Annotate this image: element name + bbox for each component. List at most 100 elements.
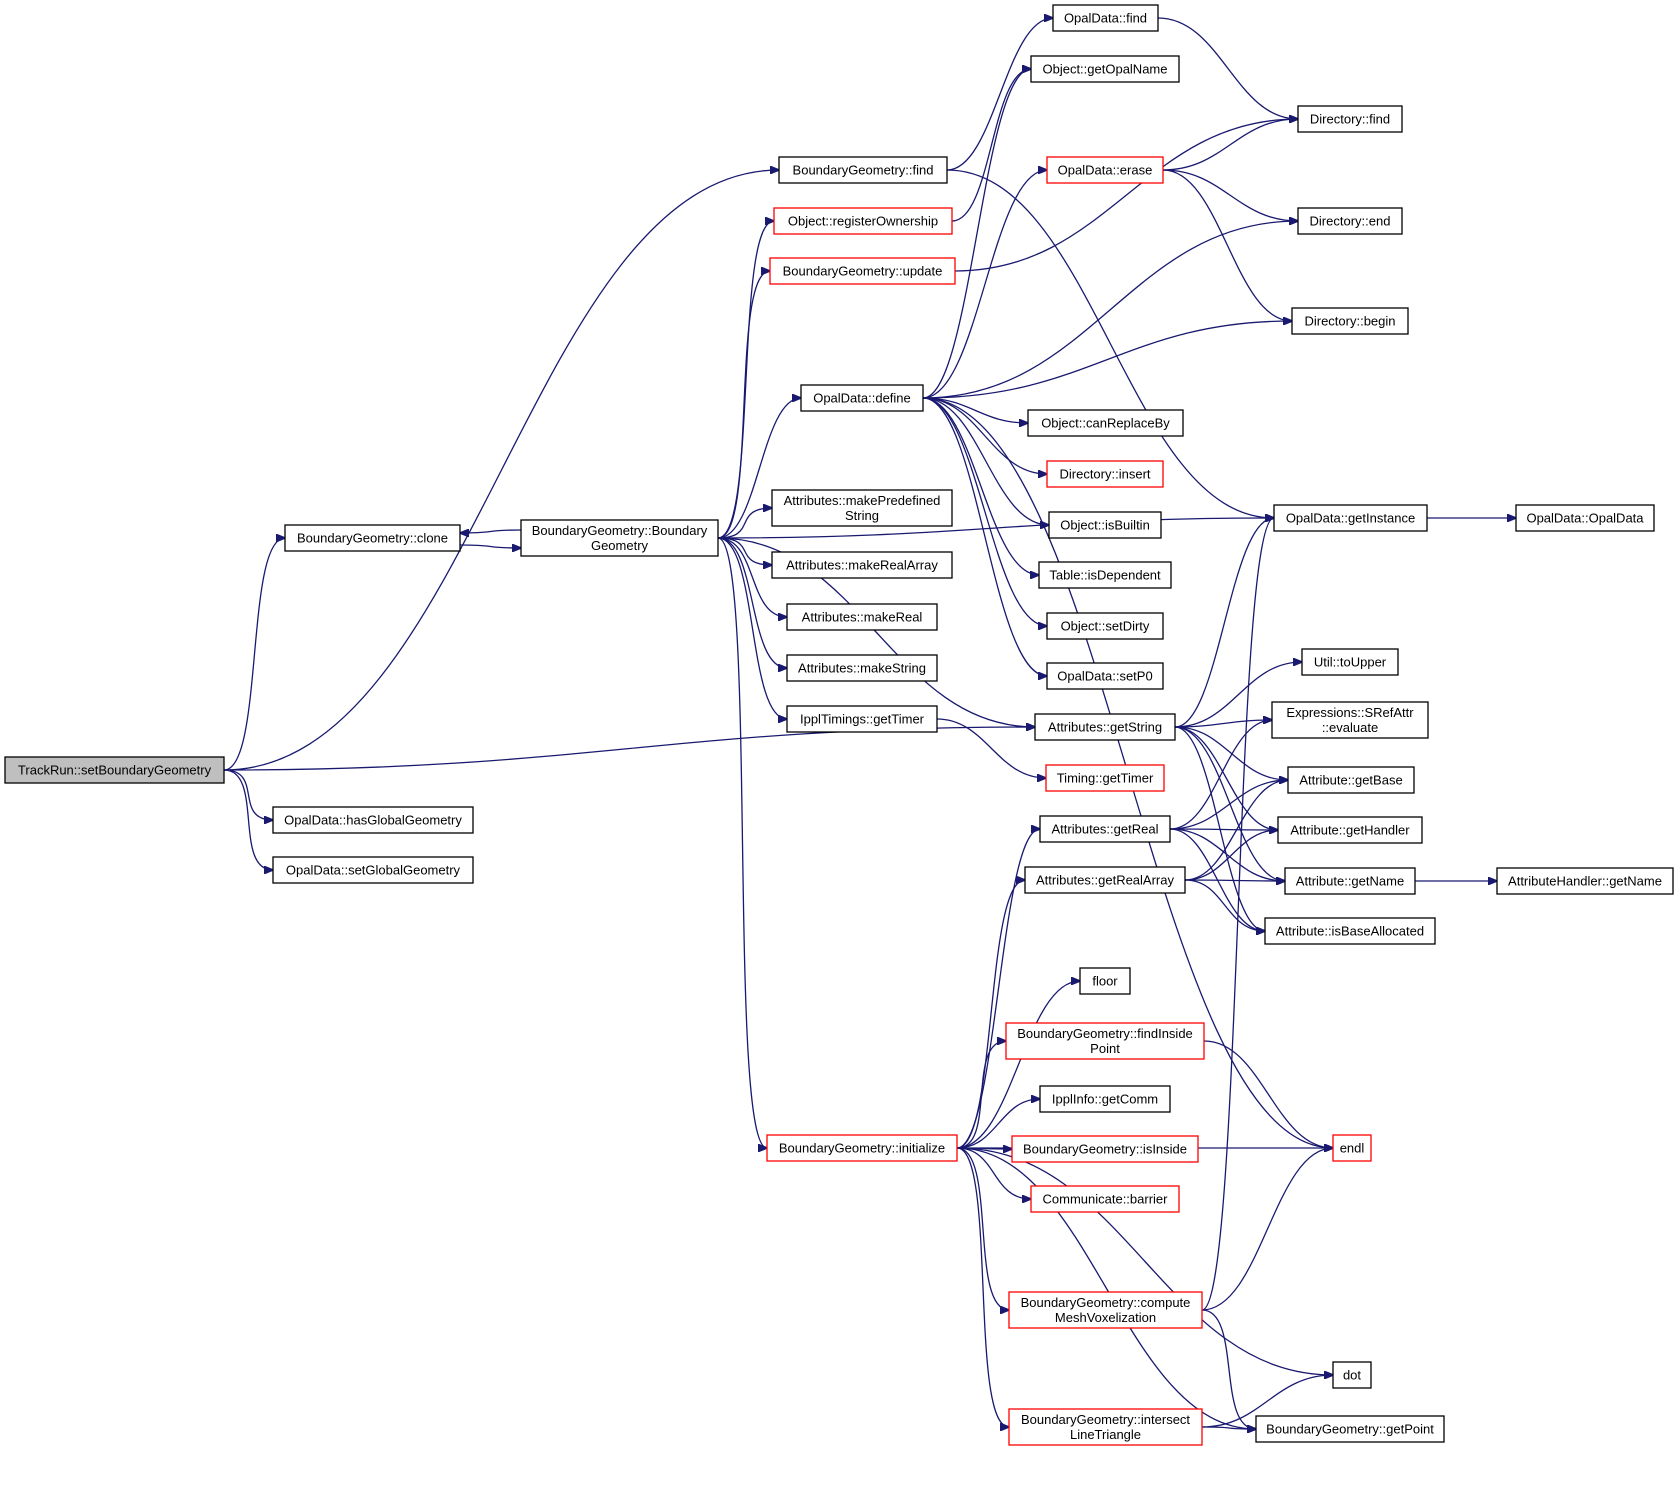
node-label: Object::canReplaceBy [1041, 416, 1170, 431]
edge-od-define-to-obj-builtin [922, 397, 1049, 525]
node-bg-init[interactable]: BoundaryGeometry::initialize [766, 1134, 958, 1162]
node-reg-own[interactable]: Object::registerOwnership [773, 207, 953, 235]
node-label: floor [1092, 974, 1118, 989]
node-label: BoundaryGeometry::update [783, 264, 943, 279]
edge-bg-clone-to-bg-ctor [459, 545, 521, 548]
node-box [773, 207, 953, 235]
node-box [1291, 307, 1409, 335]
edge-bg-computemesh-to-od-getinst [1201, 518, 1274, 1311]
node-ippl-timer[interactable]: IpplTimings::getTimer [786, 705, 938, 733]
node-od-define[interactable]: OpalData::define [800, 384, 924, 412]
node-make-realarr[interactable]: Attributes::makeRealArray [771, 551, 953, 579]
node-tbl-dep[interactable]: Table::isDependent [1038, 561, 1172, 589]
node-root[interactable]: TrackRun::setBoundaryGeometry [4, 756, 225, 784]
node-box [1027, 409, 1184, 437]
node-label: OpalData::setP0 [1057, 669, 1152, 684]
node-bg-ctor[interactable]: BoundaryGeometry::BoundaryGeometry [520, 519, 719, 557]
node-od-getinst[interactable]: OpalData::getInstance [1273, 504, 1428, 532]
node-bg-computemesh[interactable]: BoundaryGeometry::computeMeshVoxelizatio… [1008, 1291, 1203, 1329]
edge-ippl-timer-to-timing-timer [936, 718, 1046, 778]
node-box [272, 806, 474, 834]
node-set-global[interactable]: OpalData::setGlobalGeometry [272, 856, 474, 884]
node-box [1297, 105, 1403, 133]
node-attr-isbase[interactable]: Attribute::isBaseAllocated [1264, 917, 1436, 945]
node-box [771, 551, 953, 579]
node-od-find[interactable]: OpalData::find [1052, 4, 1159, 32]
node-make-real[interactable]: Attributes::makeReal [786, 603, 938, 631]
edge-od-erase-to-dir-begin [1162, 169, 1292, 321]
node-comm-barrier[interactable]: Communicate::barrier [1030, 1185, 1180, 1213]
node-attr-getrealarr[interactable]: Attributes::getRealArray [1024, 866, 1186, 894]
node-dir-insert[interactable]: Directory::insert [1046, 460, 1164, 488]
node-label: Attributes::makePredefined [784, 493, 941, 508]
node-endl[interactable]: endl [1332, 1134, 1372, 1162]
node-ippl-comm[interactable]: IpplInfo::getComm [1039, 1085, 1171, 1113]
edge-attr-getreal-to-expr-eval [1169, 720, 1272, 830]
node-od-erase[interactable]: OpalData::erase [1046, 156, 1164, 184]
node-box [1277, 816, 1423, 844]
node-box [1301, 648, 1399, 676]
node-label: OpalData::define [813, 391, 911, 406]
node-box [1255, 1415, 1445, 1443]
node-box [1011, 1135, 1199, 1163]
edge-bg-ctor-to-attr-getstr [717, 537, 1035, 727]
node-label: LineTriangle [1070, 1427, 1141, 1442]
node-bg-find[interactable]: BoundaryGeometry::find [778, 156, 948, 184]
node-obj-canrepl[interactable]: Object::canReplaceBy [1027, 409, 1184, 437]
node-od-opaldata[interactable]: OpalData::OpalData [1515, 504, 1655, 532]
node-label: OpalData::setGlobalGeometry [286, 863, 461, 878]
node-obj-builtin[interactable]: Object::isBuiltin [1048, 511, 1162, 539]
edge-attr-getrealarr-to-attr-isbase [1184, 879, 1265, 931]
edge-bg-intersect-to-bg-getpoint [1201, 1427, 1256, 1429]
node-label: OpalData::find [1064, 11, 1147, 26]
edge-bg-init-to-attr-getrealarr [956, 880, 1025, 1149]
node-label: Attributes::getRealArray [1036, 873, 1175, 888]
edge-bg-ctor-to-make-string [717, 537, 787, 668]
node-label: Attributes::makeRealArray [786, 558, 938, 573]
node-expr-eval[interactable]: Expressions::SRefAttr::evaluate [1271, 701, 1429, 739]
node-dir-find[interactable]: Directory::find [1297, 105, 1403, 133]
node-attr-gethandler[interactable]: Attribute::getHandler [1277, 816, 1423, 844]
node-dot[interactable]: dot [1332, 1361, 1372, 1389]
node-make-string[interactable]: Attributes::makeString [786, 654, 938, 682]
node-bg-update[interactable]: BoundaryGeometry::update [769, 257, 956, 285]
node-bg-isinside[interactable]: BoundaryGeometry::isInside [1011, 1135, 1199, 1163]
node-box [1008, 1408, 1203, 1446]
node-box [1038, 561, 1172, 589]
edge-bg-init-to-ippl-comm [956, 1099, 1040, 1149]
node-label: Object::isBuiltin [1060, 518, 1150, 533]
node-box [786, 603, 938, 631]
node-label: dot [1343, 1368, 1361, 1383]
node-label: endl [1340, 1141, 1365, 1156]
node-attr-getreal[interactable]: Attributes::getReal [1039, 815, 1171, 843]
node-attr-getbase[interactable]: Attribute::getBase [1287, 766, 1415, 794]
node-bg-getpoint[interactable]: BoundaryGeometry::getPoint [1255, 1415, 1445, 1443]
node-attr-getname[interactable]: Attribute::getName [1284, 867, 1416, 895]
node-label: BoundaryGeometry::initialize [779, 1141, 945, 1156]
node-label: Geometry [591, 538, 649, 553]
node-box [778, 156, 948, 184]
node-od-setp0[interactable]: OpalData::setP0 [1046, 662, 1164, 690]
node-floor[interactable]: floor [1079, 967, 1131, 995]
node-has-global[interactable]: OpalData::hasGlobalGeometry [272, 806, 474, 834]
node-label: Timing::getTimer [1057, 771, 1154, 786]
node-obj-getname[interactable]: Object::getOpalName [1030, 55, 1180, 83]
node-bg-clone[interactable]: BoundaryGeometry::clone [284, 524, 461, 552]
node-obj-dirty[interactable]: Object::setDirty [1046, 612, 1164, 640]
node-dir-begin[interactable]: Directory::begin [1291, 307, 1409, 335]
node-dir-end[interactable]: Directory::end [1297, 207, 1403, 235]
node-attr-getstr[interactable]: Attributes::getString [1034, 713, 1176, 741]
node-label: BoundaryGeometry::Boundary [532, 523, 708, 538]
node-ah-getname[interactable]: AttributeHandler::getName [1496, 867, 1674, 895]
edge-root-to-set-global [223, 769, 273, 870]
node-label: Directory::insert [1059, 467, 1150, 482]
node-timing-timer[interactable]: Timing::getTimer [1045, 764, 1165, 792]
node-util-upper[interactable]: Util::toUpper [1301, 648, 1399, 676]
edge-attr-getreal-to-attr-gethandler [1169, 829, 1278, 830]
edge-bg-ctor-to-od-define [717, 398, 801, 539]
edge-od-define-to-dir-end [922, 221, 1298, 399]
node-label: BoundaryGeometry::isInside [1023, 1142, 1187, 1157]
